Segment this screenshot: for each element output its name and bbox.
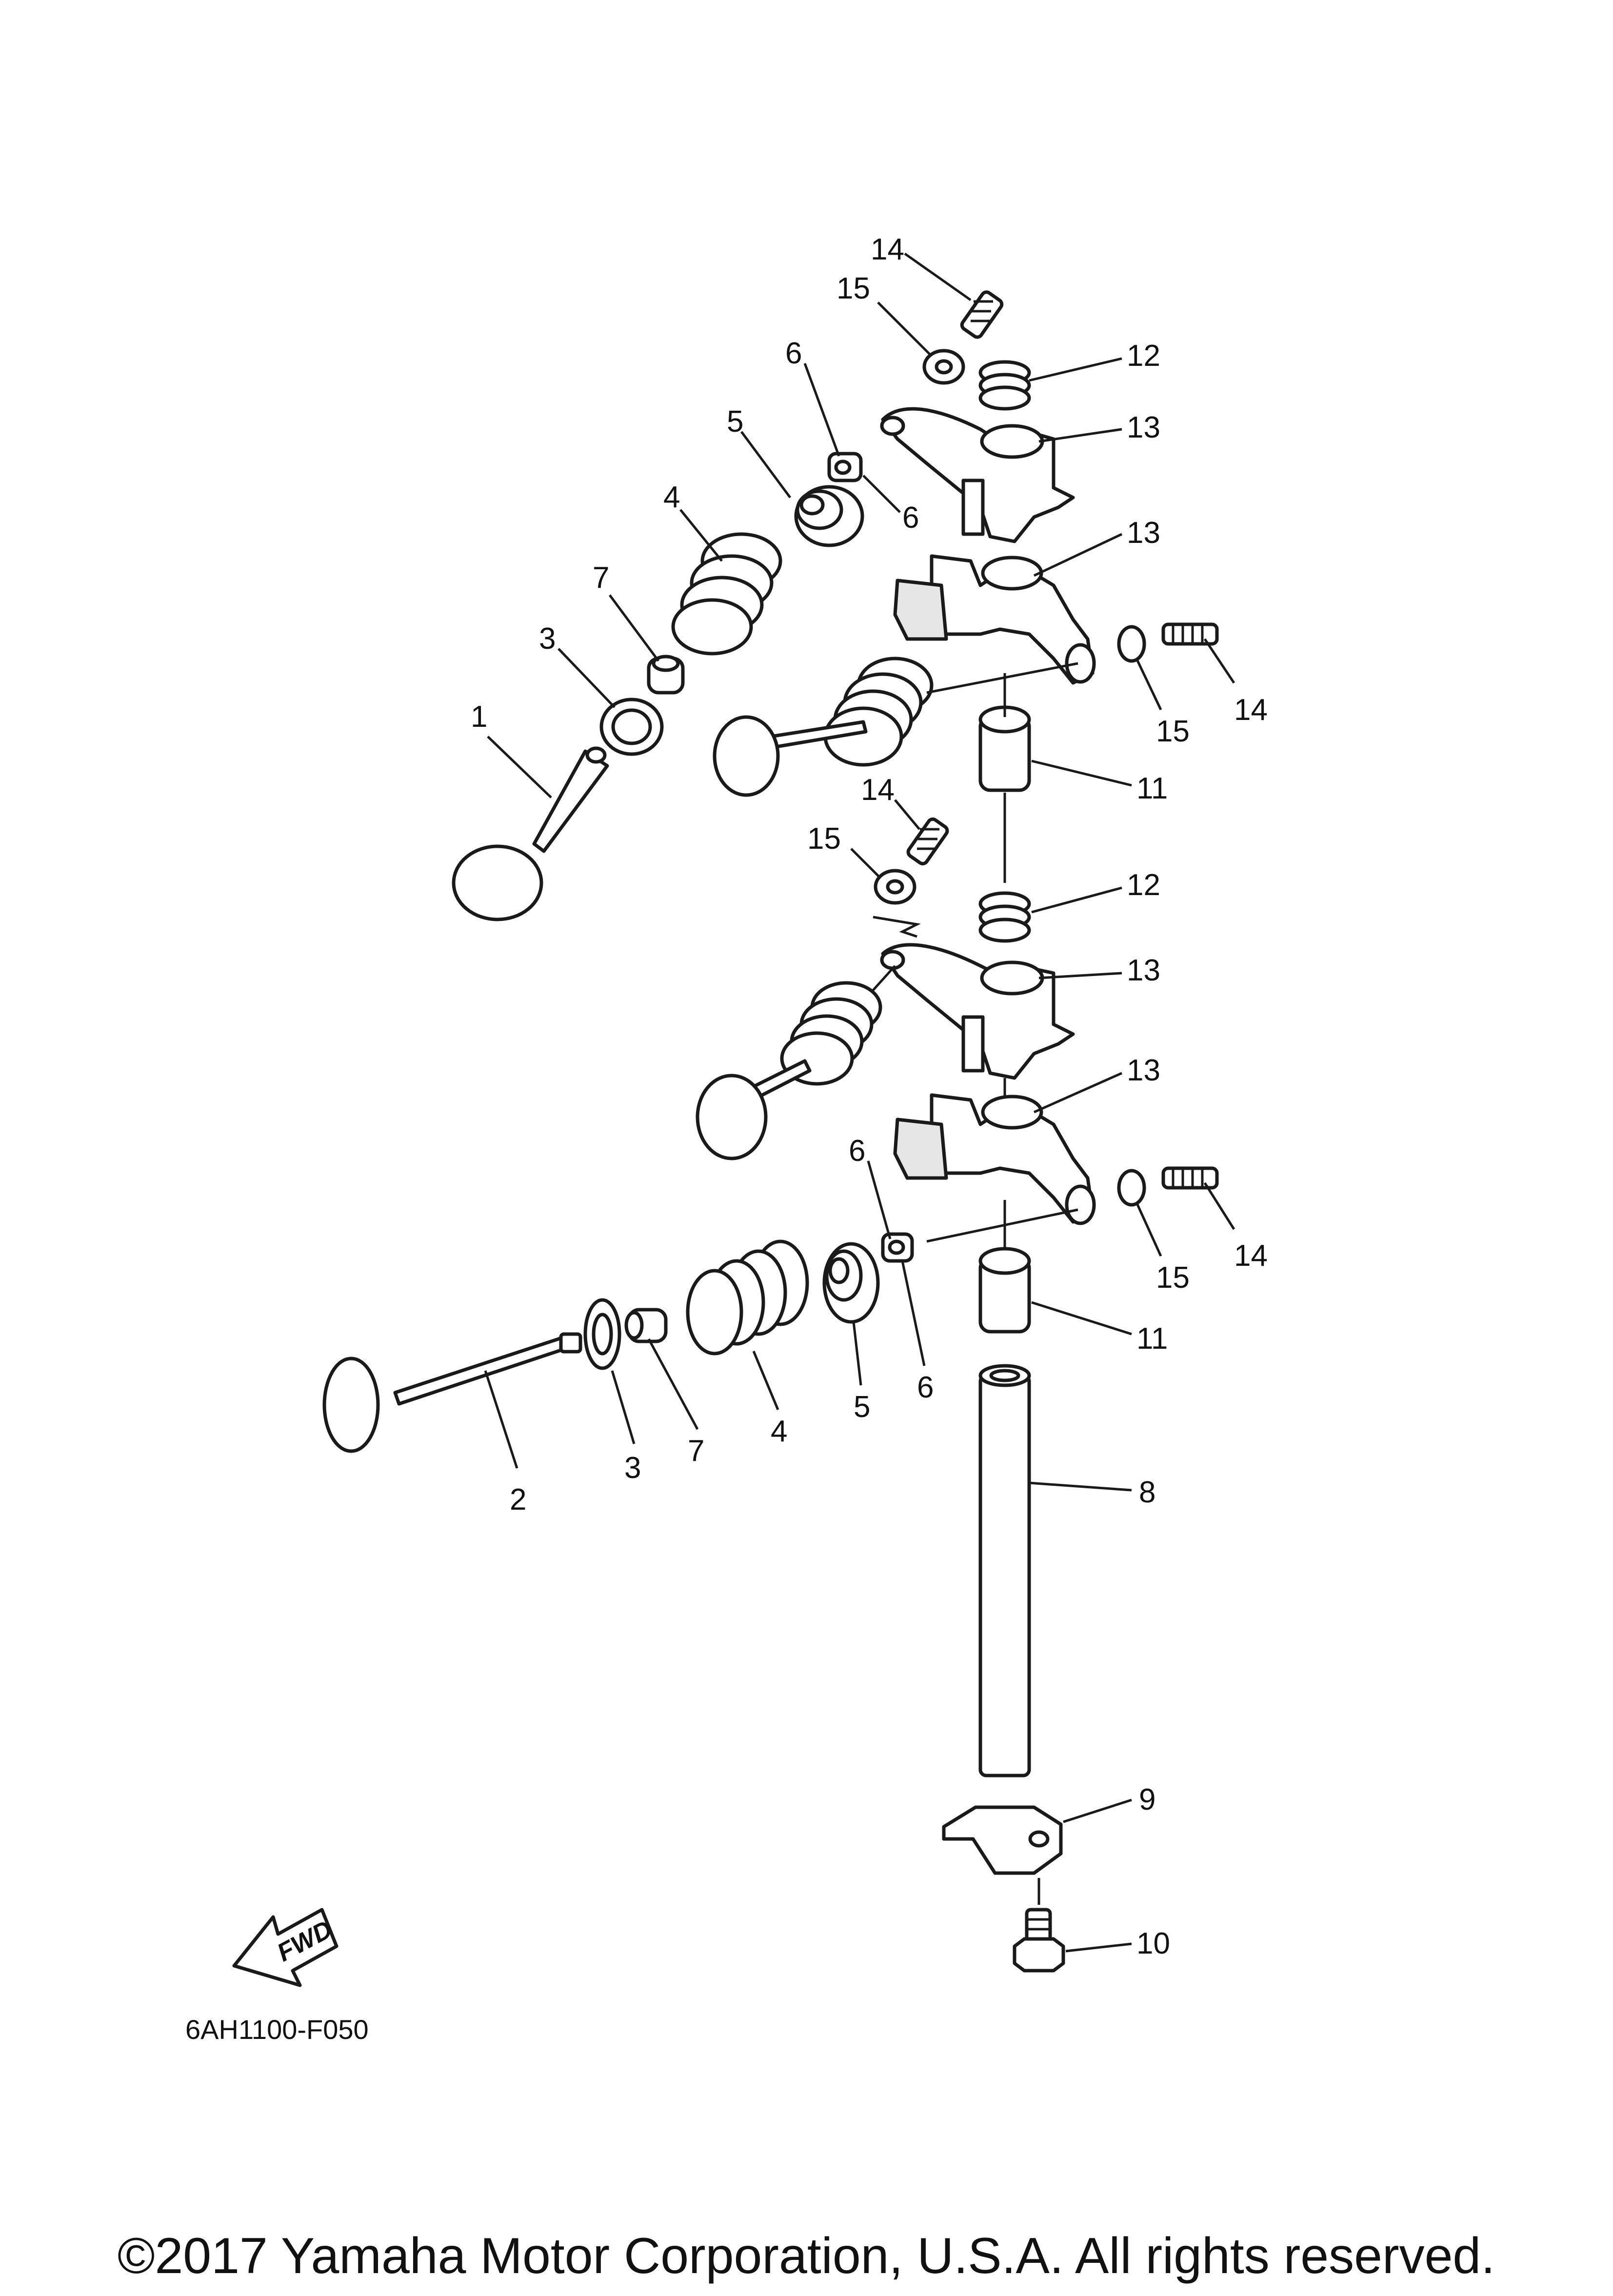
callout-3: 3 (539, 622, 556, 656)
callout-14: 14 (871, 233, 904, 266)
callout-6: 6 (785, 337, 802, 370)
callout-2: 2 (510, 1483, 526, 1517)
callout-11: 11 (1136, 1322, 1168, 1356)
valve-spring-lower-left (686, 1239, 809, 1356)
valve-seal-lower (624, 1308, 668, 1343)
callout-15: 15 (836, 272, 870, 305)
rocker-spring-lower (978, 891, 1031, 943)
bolt (1013, 1908, 1065, 1973)
exhaust-valve (322, 1332, 582, 1453)
installed-valve-lower (696, 965, 896, 1160)
valve-spring-upper-left (671, 532, 782, 656)
valve-retainer-lower (822, 1242, 880, 1324)
rocker-spring-upper (978, 360, 1031, 411)
callout-1: 1 (471, 700, 487, 734)
callout-12: 12 (1127, 868, 1160, 902)
valve-cotter-lower (881, 1232, 914, 1263)
callout-14: 14 (1234, 693, 1268, 727)
diagram-part-code: 6AH1100-F050 (185, 2014, 369, 2045)
lock-nut-middle (874, 869, 916, 905)
callout-10: 10 (1136, 1927, 1170, 1960)
callout-11: 11 (1136, 772, 1168, 805)
callout-13: 13 (1127, 1054, 1160, 1087)
collar-lower (978, 1247, 1031, 1334)
collar-upper (978, 705, 1031, 792)
adjusting-screw-upper (960, 290, 1004, 339)
callout-14: 14 (861, 773, 895, 807)
callout-6: 6 (917, 1371, 934, 1404)
callout-7: 7 (593, 561, 609, 595)
installed-valve-upper (713, 657, 1078, 797)
callout-7: 7 (688, 1434, 704, 1468)
leader-lines (484, 252, 1235, 1953)
callout-13: 13 (1127, 954, 1160, 987)
adjusting-screw-right-lower (1117, 1166, 1219, 1207)
callout-15: 15 (1156, 715, 1190, 748)
rocker-arm-upper-b (893, 554, 1096, 685)
callout-9: 9 (1139, 1783, 1155, 1817)
callout-labels: 14 15 12 13 6 6 5 4 7 3 1 13 14 15 11 14… (471, 233, 1268, 1960)
push-rod (978, 1364, 1031, 1777)
callout-15: 15 (807, 822, 841, 856)
lock-nut-upper (922, 349, 965, 385)
valve-cotter-upper (827, 452, 863, 482)
callout-4: 4 (771, 1415, 787, 1448)
rocker-arm-lower-a (880, 943, 1075, 1080)
intake-valve (452, 746, 609, 921)
callout-4: 4 (663, 480, 680, 514)
callout-5: 5 (727, 405, 743, 439)
callout-13: 13 (1127, 516, 1160, 550)
adjusting-screw-middle (906, 817, 949, 866)
callout-6: 6 (902, 501, 919, 535)
callout-8: 8 (1139, 1476, 1155, 1509)
spring-seat-lower (583, 1298, 621, 1370)
callout-13: 13 (1127, 411, 1160, 444)
adjusting-screw-right-upper (1117, 622, 1219, 663)
push-rod-plate (942, 1805, 1063, 1875)
rocker-arm-lower-b (893, 1093, 1096, 1225)
valve-retainer-upper (794, 485, 864, 547)
forward-direction-arrow: FWD (232, 1908, 339, 1987)
callout-12: 12 (1127, 339, 1160, 373)
callout-15: 15 (1156, 1261, 1190, 1295)
callout-14: 14 (1234, 1239, 1268, 1273)
callout-3: 3 (624, 1451, 641, 1485)
callout-6: 6 (849, 1134, 865, 1168)
spring-seat-upper (599, 698, 664, 756)
valve-seal-upper (647, 655, 685, 695)
callout-5: 5 (854, 1390, 870, 1424)
copyright-notice: ©2017 Yamaha Motor Corporation, U.S.A. A… (118, 2228, 1495, 2284)
